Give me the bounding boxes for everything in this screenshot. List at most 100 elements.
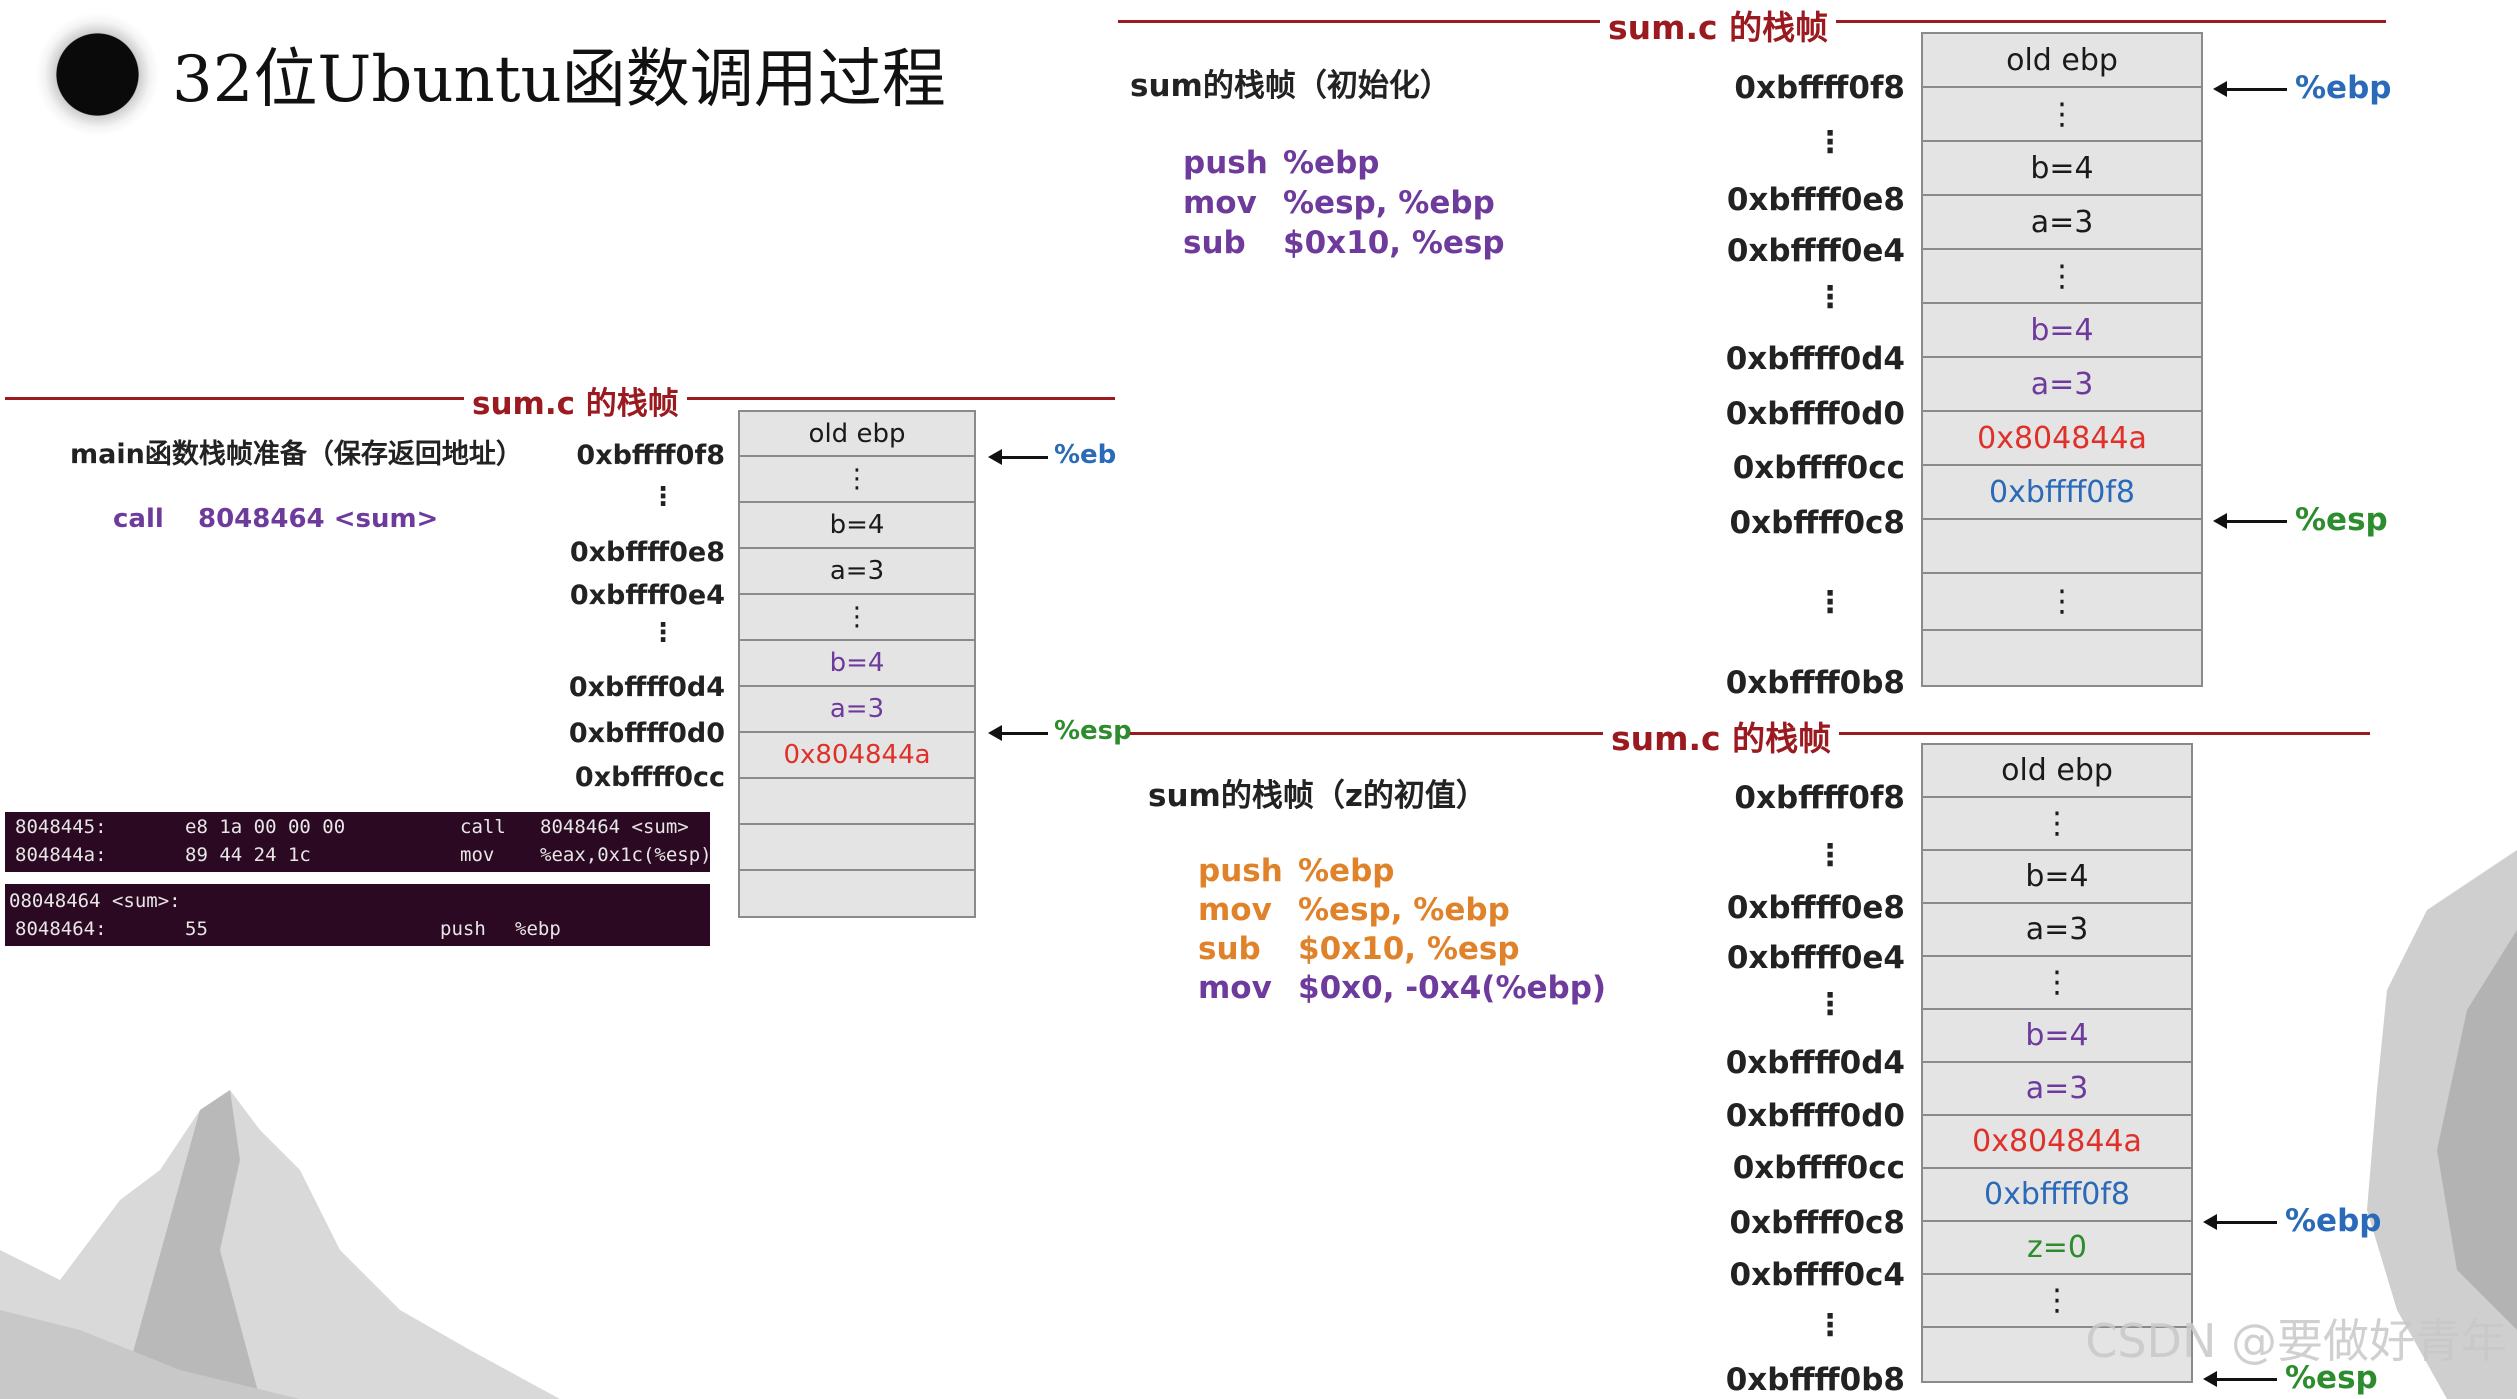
stack-cell: b=4 [740, 641, 974, 687]
stack-cell: old ebp [1923, 745, 2191, 798]
address-label: 0xbffff0c4 [1700, 1257, 1905, 1293]
stack-cell: old ebp [1923, 34, 2201, 88]
instr-arg: %esp, %ebp [1283, 185, 1495, 221]
ink-mountain-decoration [0, 1050, 560, 1399]
instr-arg: $0x10, %esp [1298, 931, 1520, 967]
address-label: 0xbffff0e8 [560, 537, 725, 568]
ellipsis: ⋮ [650, 618, 676, 648]
disasm-args: %eax,0x1c(%esp) [540, 844, 712, 866]
instr-arg: $0x0, -0x4(%ebp) [1298, 970, 1606, 1006]
stack-cell: 0xbffff0f8 [1923, 466, 2201, 520]
address-label: 0xbffff0d4 [560, 672, 725, 703]
disasm-args: %ebp [515, 918, 561, 940]
instr-op: push [1198, 853, 1283, 889]
disasm-bytes: e8 1a 00 00 00 [185, 816, 345, 838]
disasm-args: 8048464 <sum> [540, 816, 689, 838]
stack-cell: b=4 [1923, 851, 2191, 904]
address-label: 0xbffff0f8 [1700, 780, 1905, 816]
ebp-arrow-icon [2215, 1221, 2277, 1224]
stack-cell: ⋮ [1923, 798, 2191, 851]
stack-cell [740, 779, 974, 825]
disasm-addr: 804844a: [15, 844, 107, 866]
stack-cell: 0xbffff0f8 [1923, 1169, 2191, 1222]
bottom-right-panel-title: sum.c 的栈帧 [1603, 712, 1839, 760]
instr-op: call [113, 504, 164, 534]
address-label: 0xbffff0e4 [1700, 233, 1905, 269]
instr-op: sub [1183, 225, 1246, 261]
disasm-label: 08048464 <sum>: [9, 890, 181, 912]
stack-cell: b=4 [1923, 1010, 2191, 1063]
disasm-op: call [460, 816, 506, 838]
instr-arg: %ebp [1283, 145, 1379, 181]
stack-cell: ⋮ [1923, 88, 2201, 142]
stack-cell: ⋮ [1923, 574, 2201, 631]
address-label: 0xbffff0e4 [1700, 940, 1905, 976]
stack-cell: old ebp [740, 412, 974, 457]
title-bullet-icon [35, 12, 160, 137]
stack-cell: ⋮ [740, 457, 974, 503]
address-label: 0xbffff0b8 [1700, 1362, 1905, 1398]
stack-cell: ⋮ [740, 595, 974, 641]
ellipsis: ⋮ [1815, 125, 1845, 160]
stack-cell: 0x804844a [1923, 1116, 2191, 1169]
instr-arg: 8048464 <sum> [198, 504, 438, 534]
address-label: 0xbffff0e8 [1700, 890, 1905, 926]
ellipsis: ⋮ [650, 482, 676, 512]
disasm-op: push [440, 918, 486, 940]
bottom-right-panel-heading: sum的栈帧（z的初值） [1148, 770, 1487, 815]
esp-arrow-icon [1000, 732, 1048, 735]
disasm-addr: 8048464: [15, 918, 107, 940]
stack-cell: b=4 [1923, 142, 2201, 196]
instr-op: mov [1198, 892, 1272, 928]
address-label: 0xbffff0f8 [560, 440, 725, 471]
instr-op: mov [1198, 970, 1272, 1006]
instr-op: mov [1183, 185, 1257, 221]
address-label: 0xbffff0d4 [1700, 1045, 1905, 1081]
ebp-pointer-label: %ebp [2295, 70, 2391, 106]
stack-cell [740, 871, 974, 916]
stack-cell [1923, 520, 2201, 574]
address-label: 0xbffff0d0 [560, 718, 725, 749]
stack-cell: ⋮ [1923, 250, 2201, 304]
left-panel-title: sum.c 的栈帧 [464, 378, 687, 423]
stack-cell: b=4 [740, 503, 974, 549]
esp-arrow-icon [2215, 1378, 2277, 1381]
ellipsis: ⋮ [1815, 838, 1845, 873]
stack-cell: 0x804844a [740, 733, 974, 779]
disassembly-terminal: 08048464 <sum>: 8048464: 55 push %ebp [5, 884, 710, 946]
page-title: 32位Ubuntu函数调用过程 [172, 28, 946, 120]
instr-op: push [1183, 145, 1268, 181]
disassembly-terminal: 8048445: e8 1a 00 00 00 call 8048464 <su… [5, 812, 710, 872]
address-label: 0xbffff0cc [1700, 1150, 1905, 1186]
ebp-arrow-icon [1000, 456, 1048, 459]
stack-frame: old ebp ⋮ b=4 a=3 ⋮ b=4 a=3 0x804844a [738, 410, 976, 918]
stack-cell [1923, 631, 2201, 685]
stack-cell: a=3 [1923, 358, 2201, 412]
top-right-panel-title: sum.c 的栈帧 [1600, 1, 1836, 49]
instr-arg: $0x10, %esp [1283, 225, 1505, 261]
top-right-panel-heading: sum的栈帧（初始化） [1130, 60, 1451, 105]
address-label: 0xbffff0c8 [1700, 1205, 1905, 1241]
stack-cell: ⋮ [1923, 957, 2191, 1010]
left-panel-heading: main函数栈帧准备（保存返回地址） [70, 432, 523, 471]
csdn-watermark: CSDN @要做好青年 [2085, 1305, 2507, 1371]
stack-cell: 0x804844a [1923, 412, 2201, 466]
stack-cell: a=3 [740, 549, 974, 595]
address-label: 0xbffff0e4 [560, 580, 725, 611]
ellipsis: ⋮ [1815, 280, 1845, 315]
disasm-bytes: 55 [185, 918, 208, 940]
stack-cell: a=3 [1923, 904, 2191, 957]
disasm-op: mov [460, 844, 494, 866]
instr-op: sub [1198, 931, 1261, 967]
address-label: 0xbffff0cc [1700, 450, 1905, 486]
stack-frame: old ebp ⋮ b=4 a=3 ⋮ b=4 a=3 0x804844a 0x… [1921, 32, 2203, 687]
stack-cell: a=3 [740, 687, 974, 733]
stack-frame: old ebp ⋮ b=4 a=3 ⋮ b=4 a=3 0x804844a 0x… [1921, 743, 2193, 1383]
esp-pointer-label: %esp [1054, 716, 1132, 746]
ellipsis: ⋮ [1815, 987, 1845, 1022]
ebp-pointer-label: %ebp [1054, 440, 1118, 470]
ellipsis: ⋮ [1815, 1308, 1845, 1343]
stack-cell: b=4 [1923, 304, 2201, 358]
address-label: 0xbffff0e8 [1700, 182, 1905, 218]
instr-arg: %esp, %ebp [1298, 892, 1510, 928]
